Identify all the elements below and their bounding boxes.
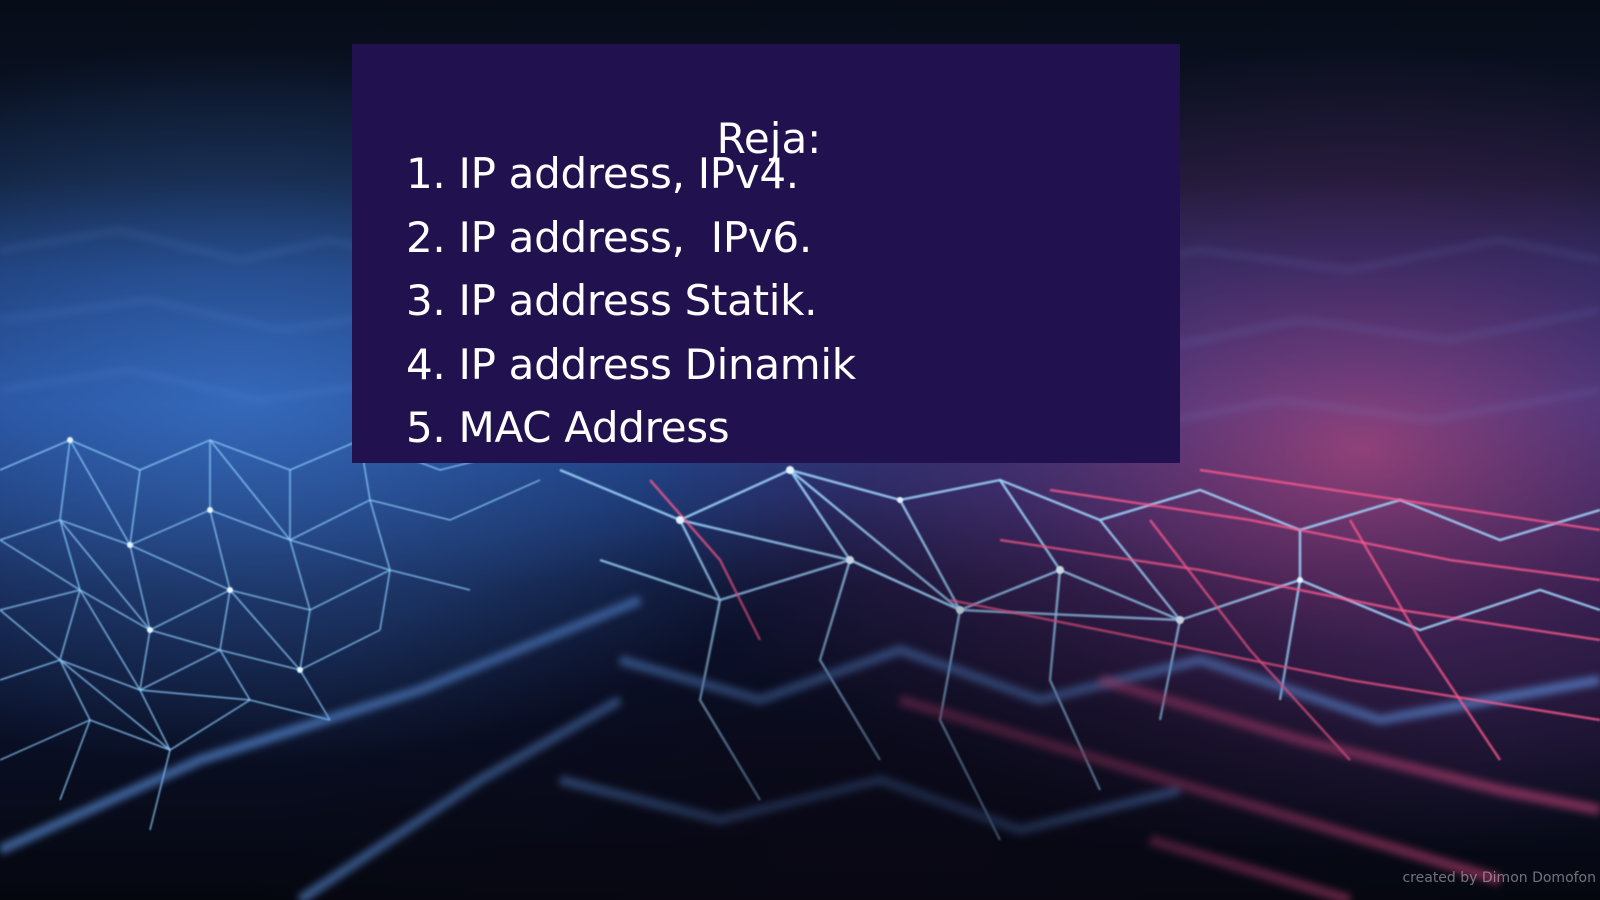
agenda-list: 1. IP address, IPv4. 2. IP address, IPv6… — [406, 142, 856, 460]
agenda-title: Reja: — [352, 118, 1180, 160]
agenda-title-text: Reja: — [716, 114, 822, 163]
agenda-item-static-ip: 3. IP address Statik. — [406, 276, 818, 325]
agenda-item-ipv4: 1. IP address, IPv4. — [406, 149, 799, 198]
agenda-panel: Reja: 1. IP address, IPv4. 2. IP address… — [352, 44, 1180, 463]
agenda-item-ipv6: 2. IP address, IPv6. — [406, 212, 812, 262]
agenda-item-dynamic-ip: 4. IP address Dinamik — [406, 339, 856, 389]
agenda-item-mac-address: 5. MAC Address — [406, 403, 730, 452]
image-credit: created by Dimon Domofon — [1402, 870, 1596, 886]
